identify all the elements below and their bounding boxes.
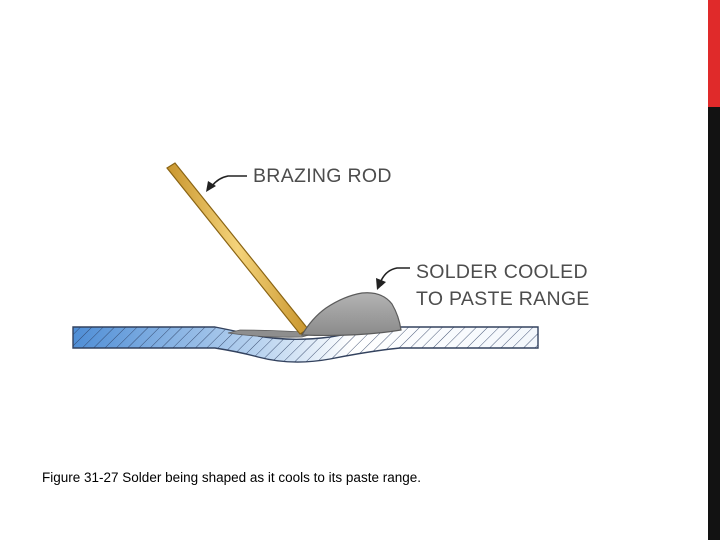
right-edge-bar: [708, 0, 720, 540]
solder-label-line2: TO PASTE RANGE: [416, 288, 590, 310]
red-accent-bar: [708, 0, 720, 107]
figure-caption: Figure 31-27 Solder being shaped as it c…: [42, 470, 421, 485]
solder-leader: [376, 267, 410, 290]
brazing-rod-label: BRAZING ROD: [253, 165, 392, 187]
solder-bead: [300, 292, 402, 337]
solder-label-line1: SOLDER COOLED: [416, 261, 588, 283]
brazing-rod: [166, 162, 309, 336]
brazing-rod-leader: [206, 175, 247, 192]
